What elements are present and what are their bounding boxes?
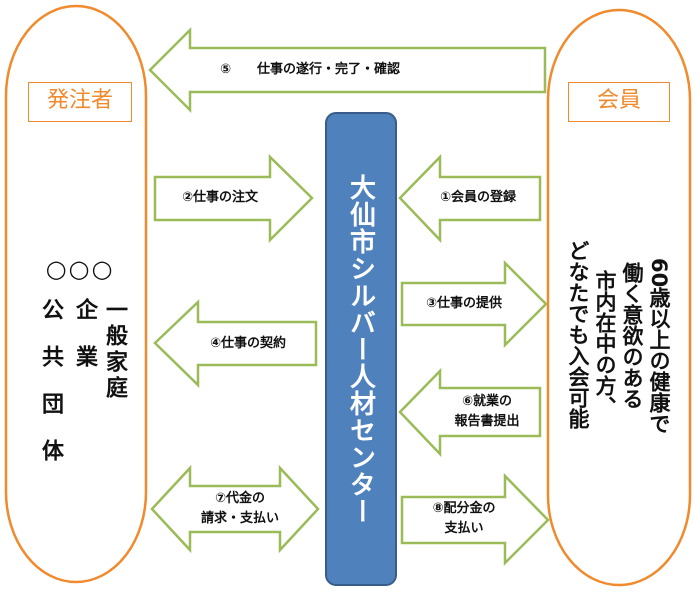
arrow-1-shape xyxy=(398,153,542,244)
arrow-3-shape xyxy=(400,259,548,349)
arrow-6-shape xyxy=(398,367,542,458)
arrow-8-shape xyxy=(400,472,550,567)
flow-6-label: ⑥就業の 報告書提出 xyxy=(454,394,520,429)
flow-1-label: ①会員の登録 xyxy=(439,190,516,205)
center-title-box: 大仙市シルバー人材センター xyxy=(326,113,396,585)
arrow-7-shape xyxy=(150,464,320,554)
member-ellipse xyxy=(546,8,692,587)
member-desc-line-4: どなたでも入会可能 xyxy=(566,240,590,429)
member-tag: 会員 xyxy=(568,82,670,122)
flow-4-label: ④仕事の契約 xyxy=(209,336,286,351)
client-circles: ○○○ xyxy=(45,255,115,283)
flow-5-label: ⑤ 仕事の遂行・完了・確認 xyxy=(220,62,401,77)
member-desc-line-1: 60歳以上の健康で xyxy=(647,258,671,435)
member-desc-line-3: 市内在中の方、 xyxy=(593,270,617,417)
flow-2-label: ②仕事の注文 xyxy=(181,190,258,205)
center-box xyxy=(325,112,397,586)
flow-8-label: ⑧配分金の 支払い xyxy=(432,501,496,536)
flow-7-label: ⑦代金の 請求・支払い xyxy=(200,491,279,526)
arrow-2-shape xyxy=(153,154,314,244)
arrow-4-shape xyxy=(153,299,318,388)
client-type-public: 公共団体 xyxy=(38,298,63,486)
center-title: 大仙市シルバー人材センター xyxy=(345,173,376,525)
member-desc-line-2: 働く意欲のある xyxy=(620,262,644,409)
client-type-household: 一般家庭 xyxy=(102,298,127,402)
client-ellipse xyxy=(4,4,148,584)
client-tag: 発注者 xyxy=(28,82,132,122)
arrow-5-shape xyxy=(148,26,547,114)
client-type-company: 企業 xyxy=(72,298,97,392)
flow-3-label: ③仕事の提供 xyxy=(425,296,502,311)
